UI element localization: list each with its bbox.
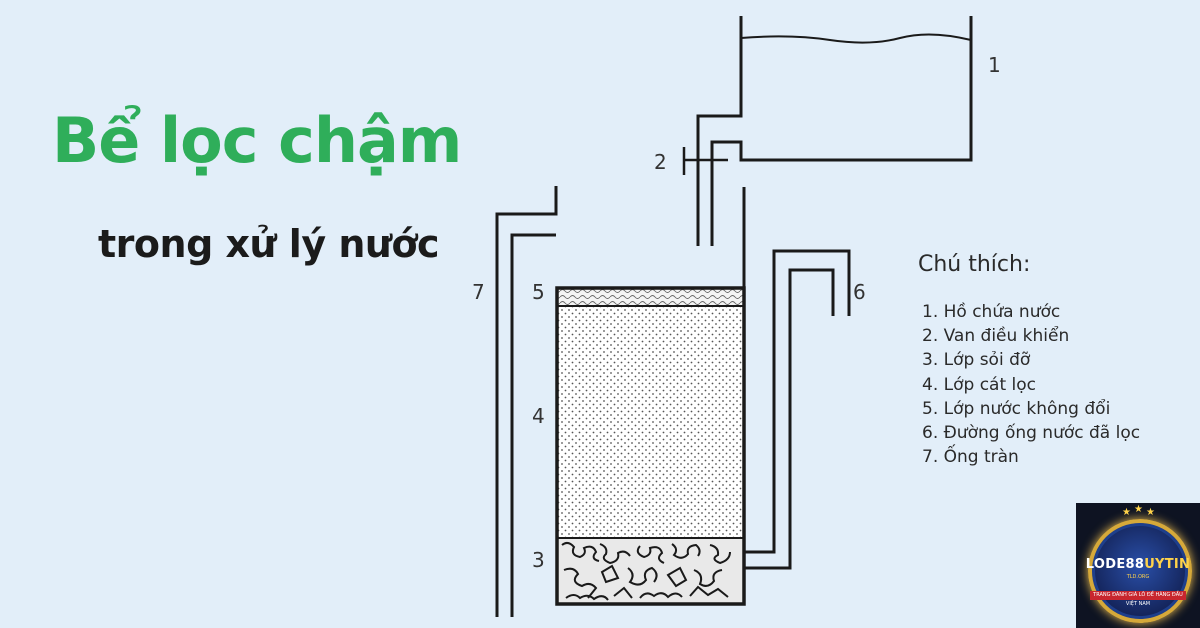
page-title: Bể lọc chậm [52, 104, 462, 177]
legend-item: 5. Lớp nước không đổi [922, 398, 1111, 419]
star-icon: ★ [1146, 507, 1155, 518]
control-valve [682, 147, 728, 175]
logo-brand-main: LODE88 [1085, 557, 1145, 572]
logo-tagline: TLD.ORG [1126, 574, 1150, 580]
label-1: 1 [988, 53, 1001, 77]
legend-item: 6. Đường ống nước đã lọc [922, 423, 1141, 444]
logo-ribbon: TRANG ĐÁNH GIÁ LÔ ĐỀ HÀNG ĐẦU VIỆT NAM [1090, 591, 1186, 607]
filter-tank [555, 286, 746, 606]
legend-item: 7. Ống tràn [922, 447, 1019, 468]
legend-item: 2. Van điều khiển [922, 326, 1070, 347]
label-4: 4 [532, 404, 545, 428]
reservoir-tank [696, 16, 973, 246]
overflow-pipe [495, 186, 558, 617]
legend-item: 3. Lớp sỏi đỡ [922, 350, 1031, 371]
logo-wordmark: LODE88UYTIN [1076, 557, 1200, 572]
sand-layer [557, 306, 744, 538]
brand-logo: ★ ★ ★ LODE88UYTIN TLD.ORG TRANG ĐÁNH GIÁ… [1076, 503, 1200, 628]
label-7: 7 [472, 280, 485, 304]
legend-title: Chú thích: [918, 252, 1031, 277]
page-subtitle: trong xử lý nước [98, 222, 440, 266]
reservoir-water-surface [740, 33, 972, 44]
gravel-texture [561, 541, 731, 601]
star-icon: ★ [1122, 507, 1131, 518]
label-6: 6 [853, 280, 866, 304]
filtered-water-pipe [744, 249, 851, 570]
logo-brand-accent: UYTIN [1144, 557, 1191, 572]
legend-item: 1. Hồ chứa nước [922, 302, 1061, 322]
legend-item: 4. Lớp cát lọc [922, 374, 1036, 395]
label-2: 2 [654, 150, 667, 174]
label-3: 3 [532, 548, 545, 572]
water-layer [557, 288, 744, 306]
logo-ring [1088, 519, 1192, 623]
star-icon: ★ [1134, 504, 1143, 515]
label-5: 5 [532, 280, 545, 304]
legend-list: 1. Hồ chứa nước 2. Van điều khiển 3. Lớp… [922, 300, 1140, 469]
